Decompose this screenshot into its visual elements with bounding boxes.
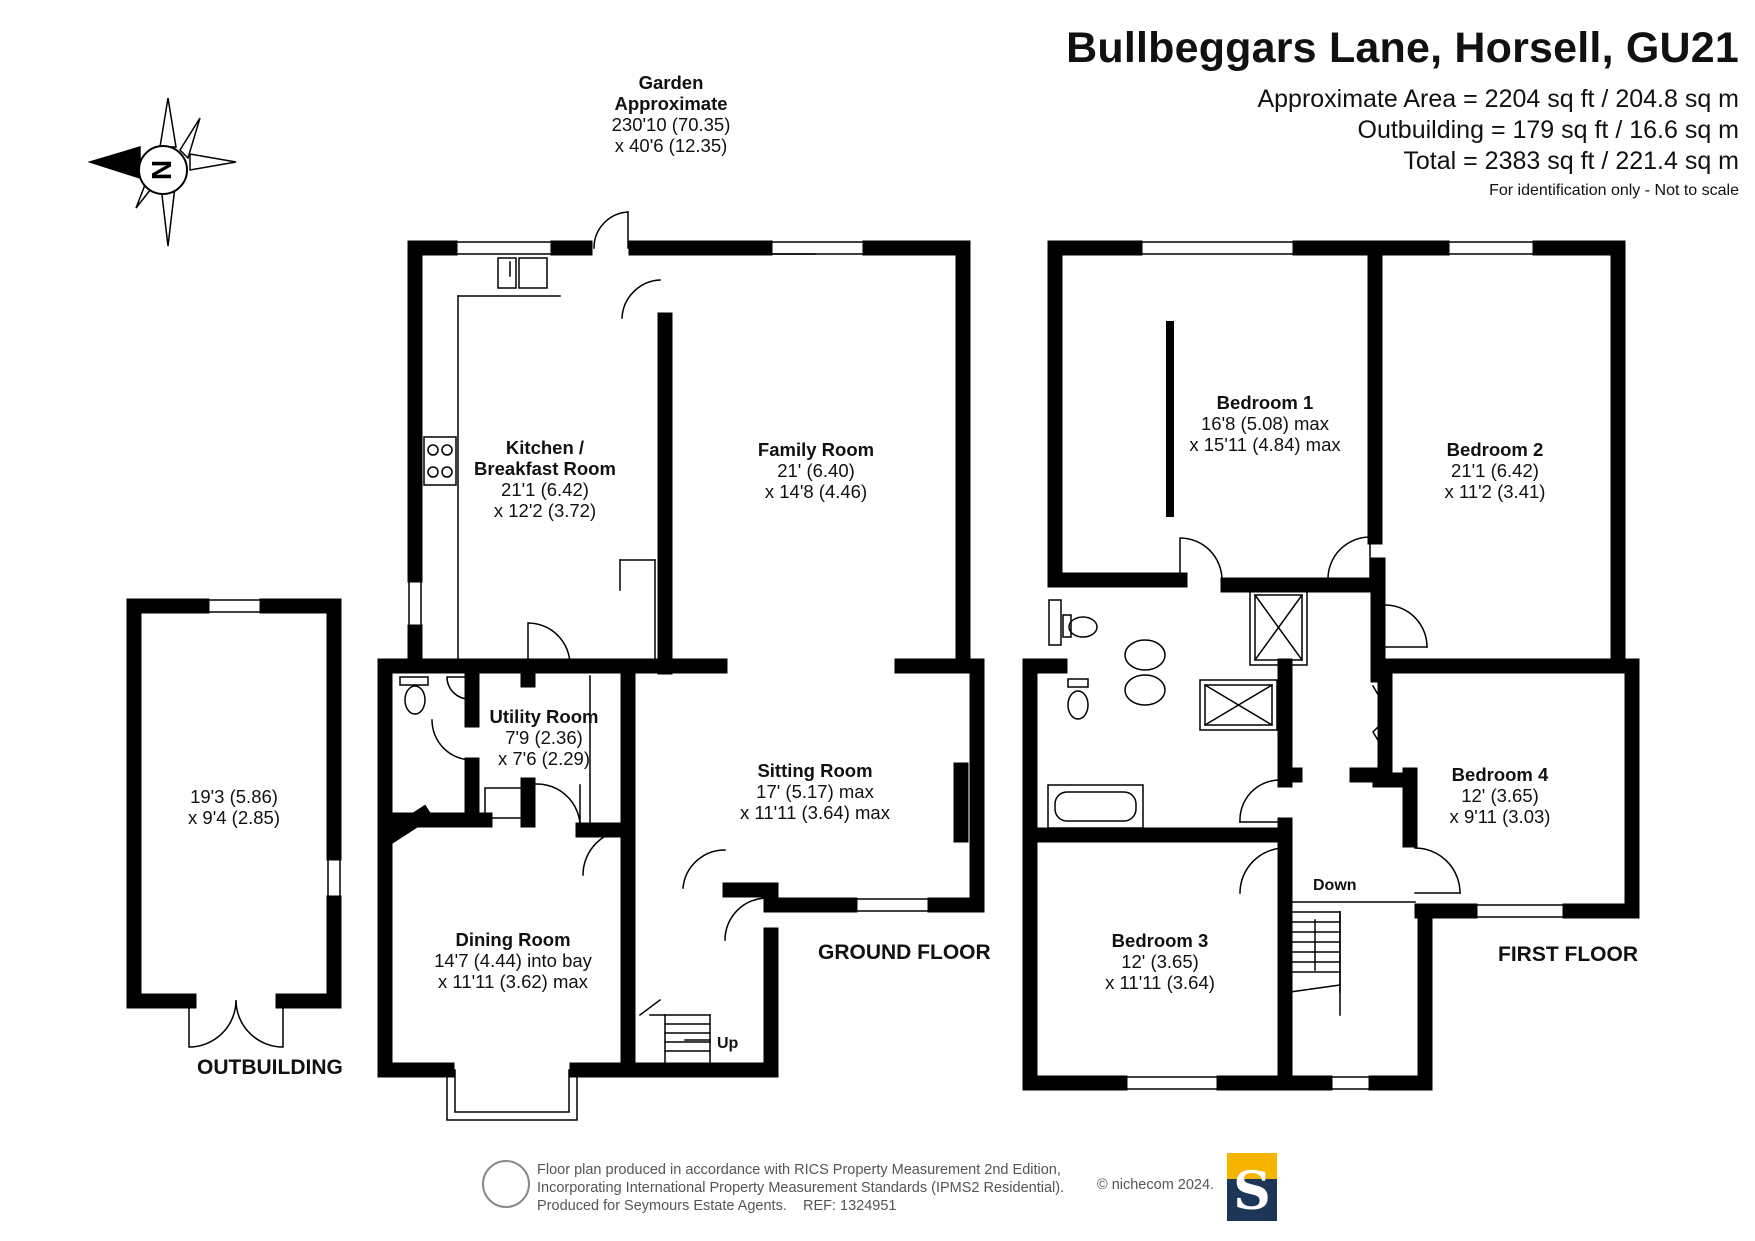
footer-line-3: Produced for Seymours Estate Agents. REF… (537, 1198, 897, 1214)
rics-person-icon (482, 1160, 530, 1208)
copyright: © nichecom 2024. (1097, 1177, 1215, 1193)
stairs-up-label: Up (717, 1035, 739, 1052)
garden-title: Garden (638, 72, 704, 93)
room-name: Bedroom 2 (1446, 439, 1544, 460)
room-name: Utility Room (489, 706, 599, 727)
room-name: Bedroom 4 (1451, 764, 1549, 785)
room-dimension: 16'8 (5.08) max (1201, 413, 1329, 434)
total-area: Total = 2383 sq ft / 221.4 sq m (1403, 147, 1739, 175)
first-floor-stairs (1289, 901, 1416, 1016)
room-kitchen: Kitchen / Breakfast Room 21'1 (6.42) x 1… (474, 437, 616, 521)
footer-text: Floor plan produced in accordance with R… (537, 1161, 1064, 1215)
room-dimension: 21'1 (6.42) (1451, 460, 1539, 481)
room-name: Bedroom 1 (1216, 392, 1314, 413)
svg-text:N: N (146, 160, 177, 180)
room-bedroom-1: Bedroom 1 16'8 (5.08) max x 15'11 (4.84)… (1189, 392, 1340, 455)
room-dimension: x 11'11 (3.64) max (740, 802, 890, 823)
logo-letter: S (1233, 1161, 1271, 1222)
room-name: Dining Room (455, 929, 571, 950)
room-dimension: x 12'2 (3.72) (493, 500, 597, 521)
room-dimension: 7'9 (2.36) (505, 727, 583, 748)
ground-floor-walls (377, 240, 985, 1078)
room-dimension: x 15'11 (4.84) max (1189, 434, 1341, 455)
room-dimension: x 14'8 (4.46) (764, 481, 868, 502)
outbuilding-label: OUTBUILDING (197, 1056, 343, 1079)
outbuilding-doors (188, 1000, 284, 1048)
garden-width: x 40'6 (12.35) (614, 135, 728, 156)
room-name: Kitchen / (505, 437, 585, 458)
room-family: Family Room 21' (6.40) x 14'8 (4.46) (758, 439, 874, 502)
room-dimension: 12' (3.65) (1461, 785, 1539, 806)
room-sitting: Sitting Room 17' (5.17) max x 11'11 (3.6… (740, 760, 890, 823)
room-bedroom-2: Bedroom 2 21'1 (6.42) x 11'2 (3.41) (1445, 439, 1546, 502)
first-floor-windows (1023, 241, 1571, 1090)
room-dimension: 12' (3.65) (1121, 951, 1199, 972)
first-floor-walls (1022, 240, 1640, 1091)
room-dimension: x 7'6 (2.29) (498, 748, 590, 769)
seymours-logo: S (1227, 1153, 1277, 1222)
first-floor-doors (1179, 535, 1461, 894)
stairs-down-label: Down (1313, 877, 1357, 894)
ground-floor-stairs (638, 998, 711, 1064)
room-dimension: x 11'11 (3.64) (1105, 972, 1215, 993)
garden-label: Garden Approximate 230'10 (70.35) x 40'6… (612, 72, 731, 156)
room-dimension: 17' (5.17) max (756, 781, 874, 802)
room-dimension: x 11'11 (3.62) max (438, 971, 588, 992)
first-floor-fixtures (1047, 589, 1308, 829)
property-title: Bullbeggars Lane, Horsell, GU21 (1066, 24, 1739, 72)
ground-floor-thin-lines (457, 295, 731, 896)
ground-floor-windows (378, 241, 936, 1121)
approximate-area: Approximate Area = 2204 sq ft / 204.8 sq… (1257, 85, 1739, 113)
outbuilding-area: Outbuilding = 179 sq ft / 16.6 sq m (1357, 116, 1739, 144)
room-dimension: x 9'4 (2.85) (188, 807, 280, 828)
first-floor-label: FIRST FLOOR (1498, 943, 1638, 966)
outbuilding-windows (201, 599, 341, 904)
outbuilding-walls (126, 598, 342, 1009)
room-name: Sitting Room (757, 760, 873, 781)
ground-floor-fixtures (399, 257, 548, 819)
room-bedroom-3: Bedroom 3 12' (3.65) x 11'11 (3.64) (1105, 930, 1215, 993)
garden-approximate: Approximate (614, 93, 728, 114)
ground-floor-label: GROUND FLOOR (818, 941, 991, 964)
garden-length: 230'10 (70.35) (611, 114, 731, 135)
room-dimension: x 9'11 (3.03) (1449, 806, 1551, 827)
footer-line-1: Floor plan produced in accordance with R… (537, 1162, 1061, 1178)
room-dimension: x 11'2 (3.41) (1444, 481, 1546, 502)
room-dining: Dining Room 14'7 (4.44) into bay x 11'11… (434, 929, 592, 992)
room-name: Family Room (757, 439, 875, 460)
room-dimension: 14'7 (4.44) into bay (434, 950, 592, 971)
room-name: Breakfast Room (474, 458, 616, 479)
disclaimer: For identification only - Not to scale (1489, 182, 1739, 199)
footer-line-2: Incorporating International Property Mea… (537, 1180, 1065, 1196)
ground-floor-doors (431, 211, 768, 941)
logo-yellow-band (1227, 1153, 1277, 1179)
room-dimension: 21'1 (6.42) (501, 479, 589, 500)
room-utility: Utility Room 7'9 (2.36) x 7'6 (2.29) (490, 706, 599, 769)
room-dimension: 21' (6.40) (777, 460, 855, 481)
room-outbuilding: 19'3 (5.86) x 9'4 (2.85) (188, 786, 280, 828)
compass-rose-icon: N (87, 97, 237, 247)
room-name: Bedroom 3 (1111, 930, 1209, 951)
room-dimension: 19'3 (5.86) (190, 786, 278, 807)
room-bedroom-4: Bedroom 4 12' (3.65) x 9'11 (3.03) (1450, 764, 1551, 827)
